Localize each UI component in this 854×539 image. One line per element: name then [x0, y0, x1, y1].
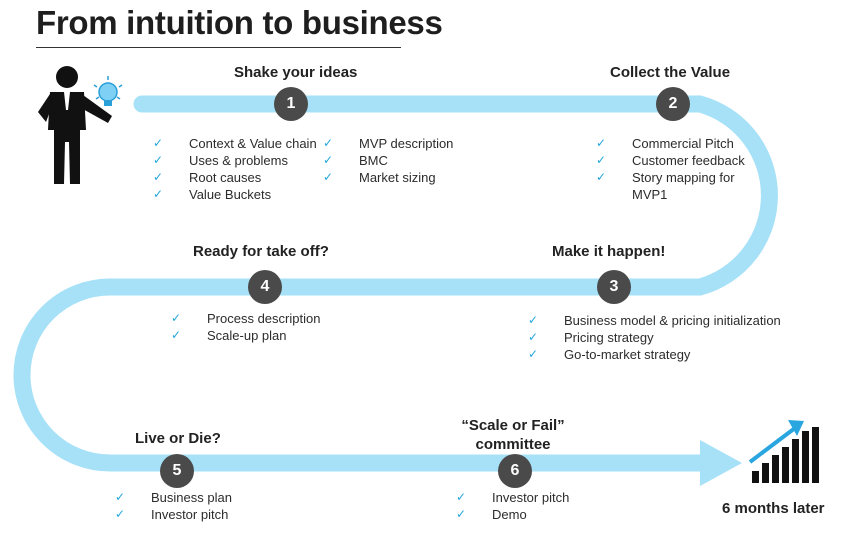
checkmark-icon: ✓	[596, 170, 607, 184]
list-item: ✓Context & Value chain	[153, 136, 317, 151]
checkmark-icon: ✓	[171, 311, 182, 325]
stage-1-badge: 1	[274, 87, 308, 121]
stage-5-list: ✓Business plan ✓Investor pitch	[115, 489, 232, 523]
list-item: ✓Commercial Pitch	[596, 136, 734, 151]
checkmark-icon: ✓	[528, 313, 539, 327]
stage-5-title: Live or Die?	[135, 430, 221, 447]
checkmark-icon: ✓	[171, 328, 182, 342]
list-item: ✓Business model & pricing initialization	[528, 313, 781, 328]
list-item: ✓Business plan	[115, 490, 232, 505]
list-item: ✓Pricing strategy	[528, 330, 654, 345]
checkmark-icon: ✓	[528, 330, 539, 344]
list-item: ✓Investor pitch	[456, 490, 570, 505]
list-item: ✓Root causes	[153, 170, 262, 185]
businessman-icon	[38, 66, 112, 184]
stage-3-badge: 3	[597, 270, 631, 304]
list-item: ✓Customer feedback	[596, 153, 745, 168]
stage-3-title: Make it happen!	[552, 243, 666, 260]
list-item: ✓Value Buckets	[153, 187, 272, 202]
checkmark-icon: ✓	[115, 490, 126, 504]
stage-2-title: Collect the Value	[610, 64, 731, 81]
checkmark-icon: ✓	[456, 490, 467, 504]
checkmark-icon: ✓	[153, 153, 164, 167]
stage-3-list: ✓Business model & pricing initialization…	[528, 312, 781, 363]
page-title: From intuition to business	[36, 4, 443, 41]
checkmark-icon: ✓	[153, 187, 164, 201]
stage-6-badge: 6	[498, 454, 532, 488]
stage-4-badge: 4	[248, 270, 282, 304]
stage-1-list: ✓Context & Value chain ✓Uses & problems …	[153, 135, 317, 203]
checkmark-icon: ✓	[323, 170, 334, 184]
list-item: ✓Go-to-market strategy	[528, 347, 691, 362]
list-item: ✓Demo	[456, 507, 527, 522]
checkmark-icon: ✓	[323, 153, 334, 167]
lightbulb-icon	[93, 76, 123, 106]
checkmark-icon: ✓	[153, 136, 164, 150]
track-path	[13, 95, 778, 472]
stage-2-list: ✓Commercial Pitch ✓Customer feedback ✓St…	[596, 135, 766, 203]
list-item: ✓Market sizing	[323, 170, 436, 185]
title-underline	[36, 47, 401, 48]
list-item: ✓MVP description	[323, 136, 454, 151]
checkmark-icon: ✓	[528, 347, 539, 361]
track-arrowhead	[700, 440, 742, 486]
stage-6-title: “Scale or Fail” committee	[461, 417, 565, 453]
stage-1-title: Shake your ideas	[234, 64, 358, 81]
stage-6-list: ✓Investor pitch ✓Demo	[456, 489, 569, 523]
stage-4-list: ✓Process description ✓Scale-up plan	[171, 310, 320, 344]
checkmark-icon: ✓	[153, 170, 164, 184]
list-item: ✓Investor pitch	[115, 507, 229, 522]
list-item: ✓Process description	[171, 311, 321, 326]
stage-1-list-col2: ✓MVP description ✓BMC ✓Market sizing	[323, 135, 453, 186]
end-label: 6 months later	[722, 500, 825, 517]
list-item: ✓Scale-up plan	[171, 328, 287, 343]
stage-4-title: Ready for take off?	[193, 243, 329, 260]
checkmark-icon: ✓	[115, 507, 126, 521]
checkmark-icon: ✓	[596, 153, 607, 167]
growth-chart-icon	[748, 420, 819, 483]
list-item: ✓Story mapping for MVP1	[596, 170, 735, 202]
checkmark-icon: ✓	[456, 507, 467, 521]
stage-5-badge: 5	[160, 454, 194, 488]
stage-2-badge: 2	[656, 87, 690, 121]
checkmark-icon: ✓	[596, 136, 607, 150]
list-item: ✓BMC	[323, 153, 388, 168]
list-item: ✓Uses & problems	[153, 153, 288, 168]
checkmark-icon: ✓	[323, 136, 334, 150]
